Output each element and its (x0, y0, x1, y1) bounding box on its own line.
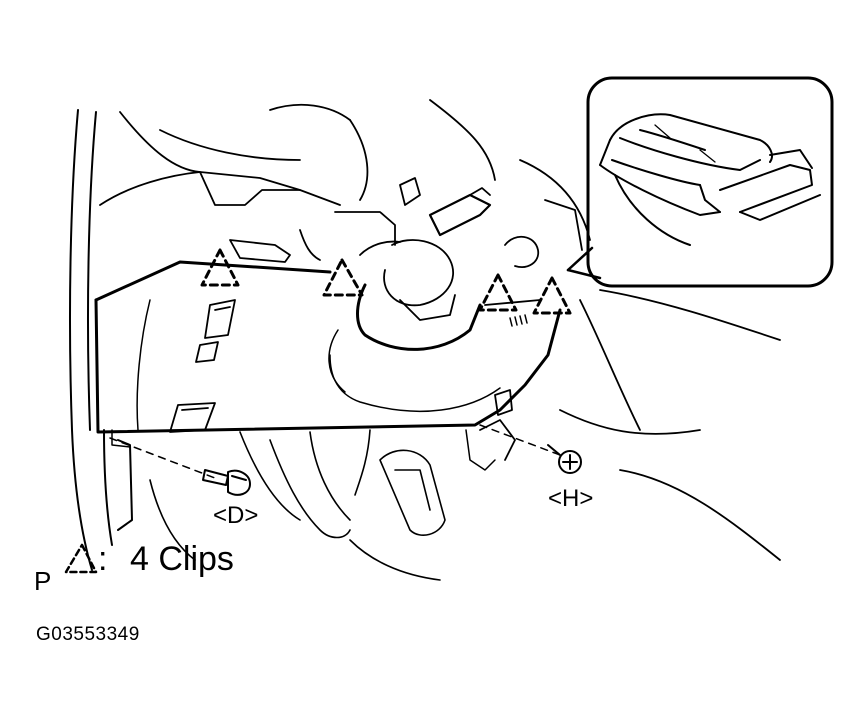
cover-ribs (509, 314, 528, 327)
upper-dash (99, 99, 591, 321)
figure-code: G03553349 (36, 624, 140, 645)
clip-4 (532, 276, 572, 315)
pedal-area (149, 429, 446, 581)
legend-text: 4 Clips (130, 540, 234, 578)
clip-1 (200, 248, 240, 287)
inset-clip-detail (566, 76, 834, 288)
cover-vents (169, 299, 236, 433)
callout-label-h: <H> (548, 485, 594, 512)
clip-markers (200, 248, 572, 315)
clip-2 (322, 258, 364, 297)
clip-3 (478, 273, 518, 312)
legend-colon: : (98, 540, 108, 578)
legend-prefix: P (34, 566, 52, 596)
a-pillar (69, 109, 133, 571)
center-console (465, 289, 781, 561)
callout-label-d: <D> (213, 502, 259, 529)
callout-leaders (109, 424, 561, 479)
bolt-d (202, 469, 251, 496)
legend-clip-icon (64, 543, 98, 574)
screw-h (547, 444, 582, 474)
